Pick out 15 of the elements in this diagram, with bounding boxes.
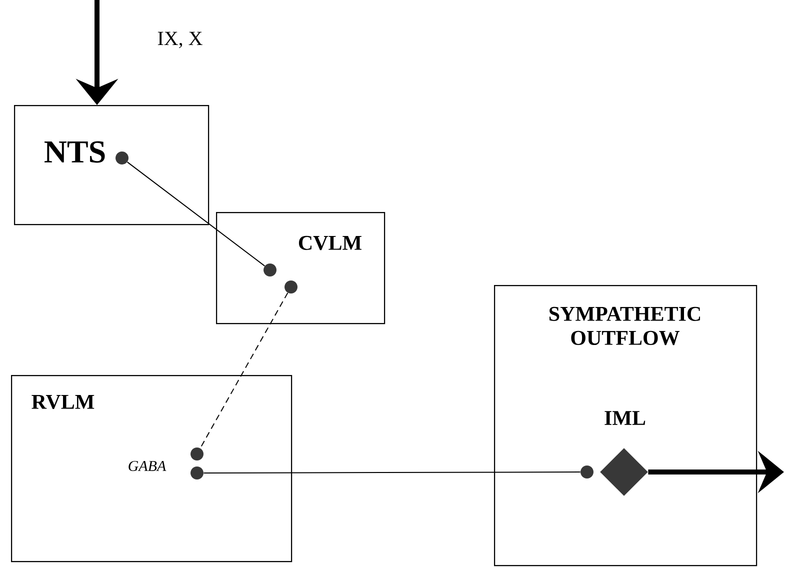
transmitter-label: GABA: [128, 460, 166, 472]
synapse-dot: [284, 280, 298, 294]
synapse-dot: [580, 466, 594, 478]
connector-line: [203, 472, 581, 474]
nucleus-box: CVLM: [216, 212, 386, 324]
synapse-dot: [190, 448, 204, 460]
nucleus-box: NTS: [14, 105, 210, 226]
synapse-dot: [190, 466, 204, 480]
edge-label: IX, X: [158, 32, 202, 48]
connector-line: [126, 162, 266, 266]
synapse-dot: [116, 152, 128, 164]
connector-line: [200, 292, 288, 449]
synapse-dot: [264, 264, 276, 276]
diamond: [600, 448, 648, 496]
nucleus-box: SYMPATHETIC OUTFLOW IML: [494, 285, 758, 566]
